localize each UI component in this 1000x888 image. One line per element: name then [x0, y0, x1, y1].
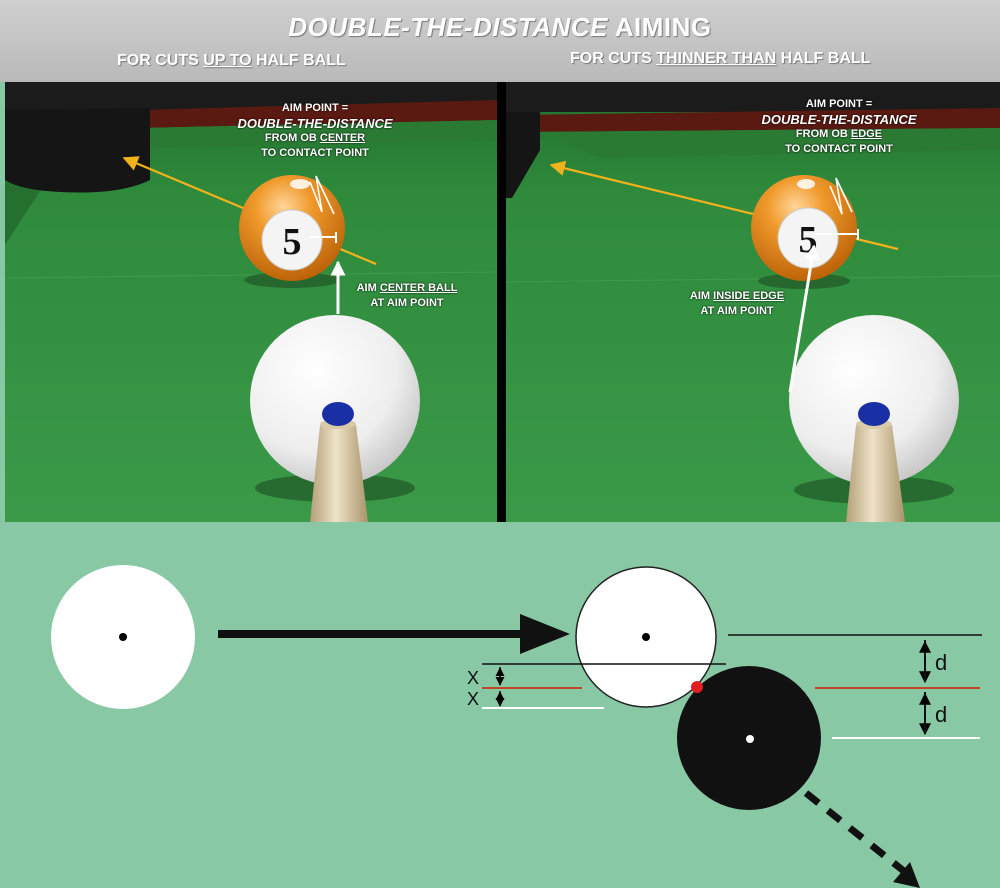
right-cue-ball — [789, 315, 959, 485]
right-ball-number: 5 — [799, 219, 818, 261]
page-title: DOUBLE-THE-DISTANCE AIMING — [288, 12, 712, 42]
right-pocket — [506, 112, 540, 198]
right-rail-wood — [515, 108, 1000, 132]
right-table-rail — [506, 82, 1000, 112]
dimension-x-lower: X — [467, 689, 479, 709]
right-panel-subtitle: FOR CUTS THINNER THAN HALF BALL — [570, 50, 871, 67]
dimension-d-upper: d — [935, 650, 947, 675]
dimension-x-upper: X — [467, 668, 479, 688]
left-rail-wood — [140, 100, 497, 128]
object-ball-path — [803, 790, 908, 875]
cue-travel-arrow — [520, 614, 570, 654]
contact-point — [691, 681, 703, 693]
right-aim-point-label: AIM POINT = DOUBLE-THE-DISTANCE FROM OB … — [761, 98, 917, 155]
right-cue-aim-arrow — [788, 244, 820, 393]
left-cue-stick — [310, 425, 368, 522]
panel-divider — [497, 82, 506, 522]
left-cue-ball — [250, 315, 420, 485]
left-table-scene: 5 — [5, 82, 497, 522]
geometry-diagram: d d X X — [0, 522, 1000, 888]
header-banner: DOUBLE-THE-DISTANCE AIMING FOR CUTS UP T… — [0, 0, 1000, 82]
right-ball-number-circle — [777, 207, 839, 269]
left-pocket — [5, 108, 150, 193]
left-pointer-lines — [309, 175, 335, 215]
left-cue-aim-label: AIM CENTER BALL AT AIM POINT — [356, 282, 458, 309]
dimension-d-lower: d — [935, 702, 947, 727]
right-cue-aim-label: AIM INSIDE EDGE AT AIM POINT — [689, 290, 785, 317]
right-cue-stick — [846, 425, 905, 522]
right-table-scene: 5 — [506, 82, 1000, 522]
right-pointer-lines — [829, 177, 853, 215]
left-panel-subtitle: FOR CUTS UP TO HALF BALL — [117, 52, 346, 69]
right-cushion — [540, 128, 1000, 158]
right-cue-tip — [858, 402, 890, 426]
left-ball-number: 5 — [283, 221, 302, 263]
left-cushion — [140, 120, 497, 148]
left-aim-point-label: AIM POINT = DOUBLE-THE-DISTANCE FROM OB … — [237, 102, 393, 159]
left-ball-number-circle — [261, 209, 323, 271]
left-cue-tip — [322, 402, 354, 426]
